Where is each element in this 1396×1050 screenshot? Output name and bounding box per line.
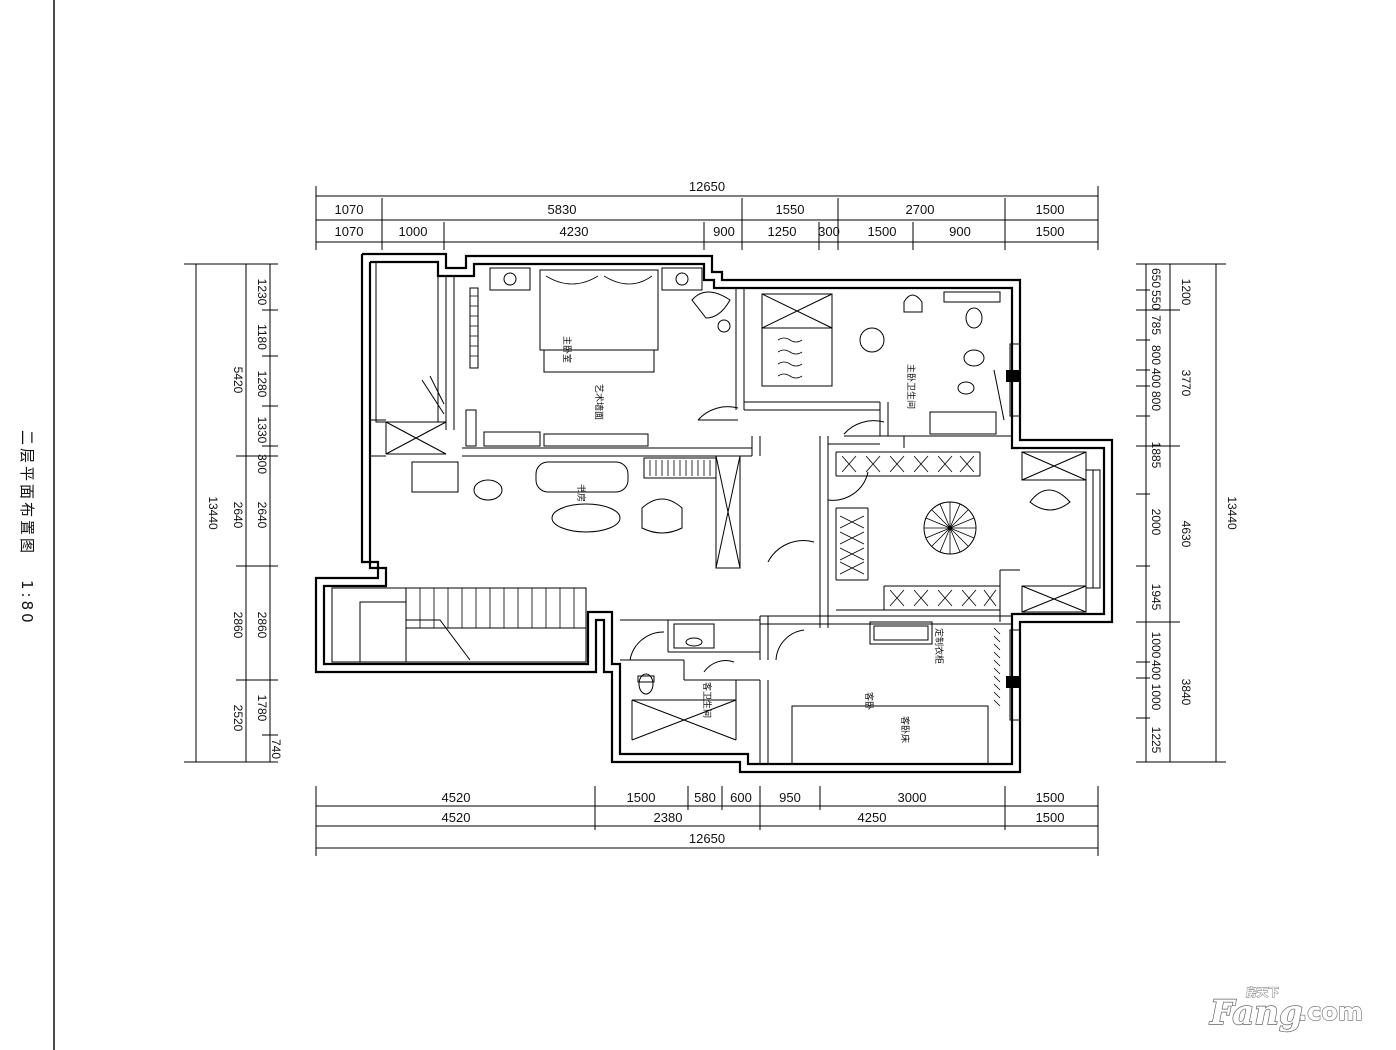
room-label-guest-bed: 客卧床 xyxy=(899,716,911,743)
logo-suffix: .com xyxy=(1298,998,1363,1026)
dim-label: 550 xyxy=(1149,290,1163,310)
room-label-guest-bedroom: 客卧 xyxy=(863,692,875,710)
dim-label: 5830 xyxy=(548,202,577,217)
dim-label: 2000 xyxy=(1149,509,1163,536)
dim-label: 950 xyxy=(779,790,801,805)
dim-label: 1500 xyxy=(868,224,897,239)
room-label-wardrobe: 定制衣柜 xyxy=(933,628,945,664)
top-dimension-chain: 12650 1070 5830 1550 2700 1500 1070 1000… xyxy=(315,179,1099,250)
dim-label: 300 xyxy=(818,224,840,239)
dim-label: 1500 xyxy=(1036,790,1065,805)
drawing-title-block: 二层平面布置图 1:80 xyxy=(18,430,36,626)
dim-label: 4250 xyxy=(858,810,887,825)
dim-label: 1500 xyxy=(1036,224,1065,239)
dim-label: 2860 xyxy=(231,612,245,639)
dim-label: 1225 xyxy=(1149,727,1163,754)
dim-label: 785 xyxy=(1149,315,1163,335)
room-label-study: 书房 xyxy=(575,484,587,502)
room-label-art-wall: 艺术墙面 xyxy=(593,384,605,420)
room-label-master-bedroom: 主卧室 xyxy=(561,336,573,363)
dim-label: 2640 xyxy=(255,502,269,529)
right-total-dim: 13440 xyxy=(1225,496,1239,530)
dim-label: 800 xyxy=(1149,345,1163,365)
dim-label: 1200 xyxy=(1179,279,1193,306)
exterior-walls xyxy=(314,252,1114,774)
dim-label: 2700 xyxy=(906,202,935,217)
logo-brand: Fang xyxy=(1209,993,1303,1033)
left-dimension-chain: 13440 5420 2640 2860 2520 1230 1180 1280… xyxy=(184,263,283,763)
interior-walls xyxy=(331,261,1101,765)
dim-label: 740 xyxy=(269,739,283,759)
dim-label: 4230 xyxy=(560,224,589,239)
dim-label: 3770 xyxy=(1179,370,1193,397)
bottom-dimension-chain: 4520 1500 580 600 950 3000 1500 4520 238… xyxy=(315,786,1099,856)
dim-label: 1330 xyxy=(255,417,269,444)
dim-label: 2520 xyxy=(231,705,245,732)
dim-label: 5420 xyxy=(231,367,245,394)
dim-label: 650 xyxy=(1149,268,1163,288)
dim-label: 2640 xyxy=(231,502,245,529)
dim-label: 900 xyxy=(713,224,735,239)
dim-label: 1280 xyxy=(255,371,269,398)
drawing-title: 二层平面布置图 xyxy=(18,430,36,556)
dim-label: 1500 xyxy=(627,790,656,805)
dim-label: 1500 xyxy=(1036,202,1065,217)
dim-label: 800 xyxy=(1149,391,1163,411)
dim-label: 1945 xyxy=(1149,584,1163,611)
dim-label: 4630 xyxy=(1179,521,1193,548)
dim-label: 1250 xyxy=(768,224,797,239)
dim-label: 600 xyxy=(730,790,752,805)
fang-logo: Fang .com 房天下 xyxy=(1208,986,1363,1034)
dim-label: 1550 xyxy=(776,202,805,217)
dim-label: 1000 xyxy=(399,224,428,239)
right-dimension-chain: 650 550 785 800 400 800 1885 2000 1945 1… xyxy=(1136,263,1239,763)
dim-label: 1000 xyxy=(1149,632,1163,659)
dim-label: 900 xyxy=(949,224,971,239)
dim-label: 580 xyxy=(694,790,716,805)
room-labels: 主卧室 艺术墙面 书房 主卧卫生间 客卫生间 客卧 定制衣柜 客卧床 xyxy=(561,336,945,743)
dim-label: 3000 xyxy=(898,790,927,805)
dim-label: 1780 xyxy=(255,695,269,722)
dim-label: 1070 xyxy=(335,202,364,217)
left-total-dim: 13440 xyxy=(206,496,220,530)
room-label-master-bath: 主卧卫生间 xyxy=(905,364,917,409)
dim-label: 1885 xyxy=(1149,442,1163,469)
top-total-dim: 12650 xyxy=(689,179,725,194)
dim-label: 3840 xyxy=(1179,679,1193,706)
logo-chinese: 房天下 xyxy=(1246,986,1279,999)
dim-label: 1500 xyxy=(1036,810,1065,825)
dim-label: 300 xyxy=(255,454,269,474)
dim-label: 1070 xyxy=(335,224,364,239)
dim-label: 2860 xyxy=(255,612,269,639)
dim-label: 400 xyxy=(1149,660,1163,680)
dim-label: 1230 xyxy=(255,279,269,306)
dim-label: 4520 xyxy=(442,810,471,825)
dim-label: 1180 xyxy=(255,324,269,350)
dim-label: 4520 xyxy=(442,790,471,805)
bottom-total-dim: 12650 xyxy=(689,831,725,846)
drawing-scale: 1:80 xyxy=(18,580,36,626)
dim-label: 400 xyxy=(1149,368,1163,388)
dim-label: 1000 xyxy=(1149,684,1163,711)
dim-label: 2380 xyxy=(654,810,683,825)
room-label-guest-bath: 客卫生间 xyxy=(701,682,713,718)
